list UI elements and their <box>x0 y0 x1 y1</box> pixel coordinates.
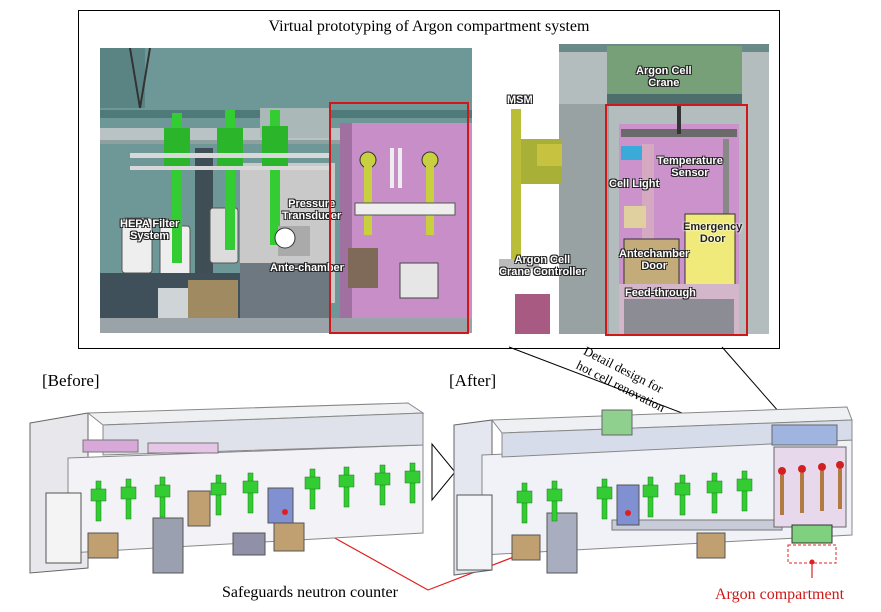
after-label: [After] <box>449 371 497 390</box>
argon-cell-render: MSM Argon Cell Crane Temperature Sensor … <box>499 44 769 334</box>
hepa-filter-label: HEPA Filter System <box>120 218 180 242</box>
feed-through-label: Feed-through <box>625 287 696 299</box>
argon-cell-highlight-box <box>605 104 748 336</box>
emergency-door-label: Emergency Door <box>683 221 743 245</box>
neutron-counter-caption: Safeguards neutron counter <box>222 584 398 601</box>
ante-chamber-drawing <box>100 48 472 333</box>
hot-cell-after-drawing <box>453 406 853 576</box>
argon-cell-drawing <box>499 44 769 334</box>
cell-light-label: Cell Light <box>609 178 660 190</box>
ante-chamber-label: Ante-chamber <box>270 262 344 274</box>
hot-cell-after-render <box>452 395 862 580</box>
hot-cell-before-drawing <box>29 402 425 574</box>
argon-cell-crane-label: Argon Cell Crane <box>636 65 692 89</box>
antechamber-door-label: Antechamber Door <box>619 248 690 272</box>
hot-cell-before-render <box>28 393 438 583</box>
ante-chamber-highlight-box <box>329 102 469 334</box>
pressure-transducer-label: Pressure Transducer <box>282 198 342 222</box>
argon-cell-crane-controller-label: Argon Cell Crane Controller <box>499 254 586 278</box>
temperature-sensor-label: Temperature Sensor <box>657 155 723 179</box>
argon-compartment-caption: Argon compartment <box>715 586 845 603</box>
ante-chamber-render: HEPA Filter System Pressure Transducer A… <box>100 48 472 333</box>
msm-label: MSM <box>507 94 533 106</box>
before-label: [Before] <box>42 371 100 390</box>
panel-title: Virtual prototyping of Argon compartment… <box>268 18 590 35</box>
